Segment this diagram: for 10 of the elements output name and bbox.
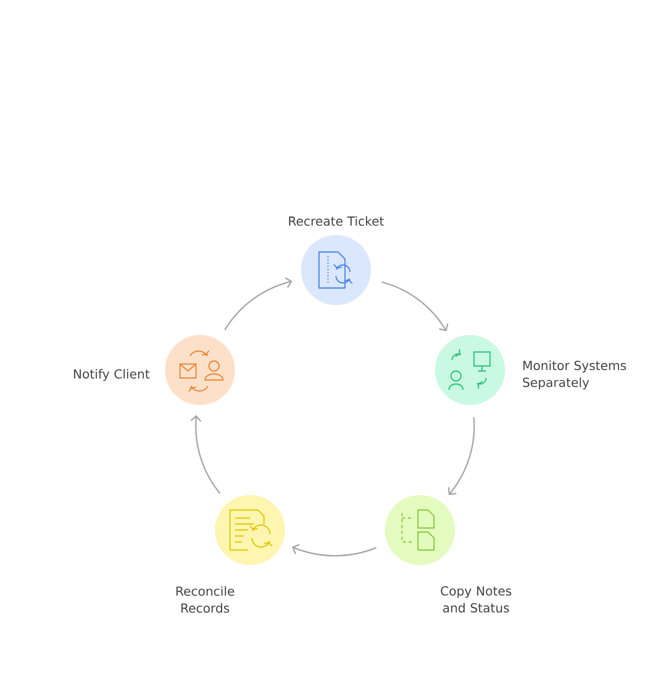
arrow (224, 277, 292, 330)
step-label: Reconcile Records (176, 586, 234, 613)
arrow (190, 415, 221, 494)
step-label: Copy Notes and Status (440, 586, 512, 613)
step-label: Recreate Ticket (289, 216, 384, 226)
step-label: Monitor Systems Separately (523, 360, 626, 390)
step-label: Notify Client (74, 368, 150, 382)
arrow (292, 544, 376, 556)
arrow (448, 417, 475, 496)
arrow (381, 281, 448, 332)
